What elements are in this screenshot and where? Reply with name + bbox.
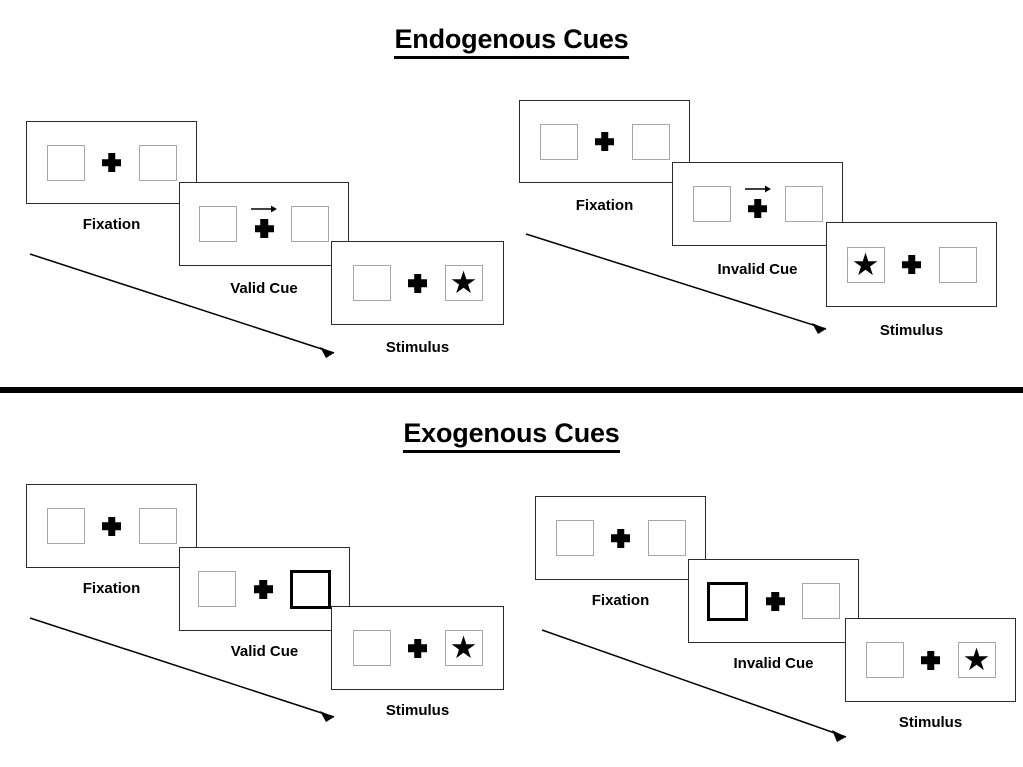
left-box <box>199 206 237 242</box>
flow-arrow-endogenous-valid <box>29 253 335 358</box>
right-arrow-icon <box>744 185 771 193</box>
fixation-cross-slot <box>85 504 139 548</box>
cue-slot <box>237 202 291 246</box>
fixation-cross-icon <box>748 199 767 218</box>
panel-label-exogenous-invalid-stimulus: Stimulus <box>898 714 963 731</box>
star-icon: ★ <box>851 246 880 283</box>
right-box: ★ <box>957 642 996 678</box>
right-box <box>631 123 670 160</box>
cue-slot <box>731 182 785 226</box>
left-box <box>352 265 391 301</box>
right-box <box>784 186 823 222</box>
panel-label-exogenous-valid-fixation: Fixation <box>82 580 141 597</box>
fixation-cross-slot <box>578 120 632 164</box>
panel-label-endogenous-invalid-cue: Invalid Cue <box>717 261 798 278</box>
fixation-cross-icon <box>611 529 630 548</box>
panel-endogenous-valid-stimulus: ★ <box>331 241 504 325</box>
star-icon: ★ <box>449 265 478 301</box>
fixation-cross-icon <box>921 651 940 670</box>
fixation-cross-slot <box>236 567 290 611</box>
left-box <box>198 571 236 607</box>
panel-endogenous-invalid-stimulus: ★ <box>826 222 997 307</box>
panel-exogenous-invalid-cue <box>688 559 859 643</box>
fixation-cross-icon <box>595 132 614 151</box>
panel-exogenous-invalid-stimulus: ★ <box>845 618 1016 702</box>
fixation-cross-slot <box>594 516 648 560</box>
panel-label-exogenous-invalid-fixation: Fixation <box>591 592 650 609</box>
flow-arrow-exogenous-valid <box>29 617 335 722</box>
panel-exogenous-valid-cue <box>179 547 350 631</box>
panel-label-exogenous-invalid-cue: Invalid Cue <box>733 655 814 672</box>
fixation-cross-slot <box>391 626 445 670</box>
right-box-cued <box>290 569 331 609</box>
fixation-cross-slot <box>748 579 802 623</box>
fixation-cross-icon <box>102 153 121 172</box>
left-box <box>352 630 391 666</box>
right-box <box>138 144 177 181</box>
right-box <box>938 246 977 283</box>
panel-label-endogenous-valid-cue: Valid Cue <box>230 280 298 297</box>
fixation-cross-icon <box>766 592 785 611</box>
panel-label-endogenous-invalid-fixation: Fixation <box>575 197 634 214</box>
fixation-cross-slot <box>904 638 958 682</box>
left-box <box>539 123 578 160</box>
panel-label-exogenous-valid-cue: Valid Cue <box>230 643 299 660</box>
panel-label-endogenous-valid-stimulus: Stimulus <box>385 339 450 356</box>
fixation-cross-icon <box>408 639 427 658</box>
right-arrow-icon <box>251 205 277 213</box>
left-box: ★ <box>846 246 885 283</box>
fixation-cross-icon <box>255 219 274 238</box>
left-box <box>46 144 85 181</box>
star-icon: ★ <box>962 642 991 678</box>
section-title-exogenous-text: Exogenous Cues <box>403 418 620 453</box>
panel-exogenous-valid-stimulus: ★ <box>331 606 504 690</box>
flow-arrow-endogenous-invalid <box>525 233 827 334</box>
right-box <box>291 206 329 242</box>
fixation-cross-slot <box>391 261 445 305</box>
star-icon: ★ <box>449 630 478 666</box>
fixation-cross-icon <box>254 580 273 599</box>
right-box: ★ <box>444 265 483 301</box>
section-title-endogenous: Endogenous Cues <box>0 24 1023 59</box>
right-box: ★ <box>444 630 483 666</box>
fixation-cross-icon <box>902 255 921 274</box>
left-box <box>865 642 904 678</box>
left-box-cued <box>707 581 748 621</box>
fixation-cross-slot <box>885 243 939 287</box>
panel-exogenous-invalid-fixation <box>535 496 706 580</box>
right-box <box>802 583 840 619</box>
section-divider <box>0 387 1023 393</box>
panel-endogenous-valid-fixation <box>26 121 197 204</box>
section-title-endogenous-text: Endogenous Cues <box>394 24 629 59</box>
flow-arrow-exogenous-invalid <box>541 629 847 742</box>
left-box <box>46 508 85 544</box>
right-box <box>138 508 177 544</box>
panel-endogenous-invalid-cue <box>672 162 843 246</box>
fixation-cross-icon <box>408 274 427 293</box>
panel-exogenous-valid-fixation <box>26 484 197 568</box>
right-box <box>647 520 686 556</box>
section-title-exogenous: Exogenous Cues <box>0 418 1023 453</box>
panel-label-exogenous-valid-stimulus: Stimulus <box>385 702 450 719</box>
fixation-cross-icon <box>102 517 121 536</box>
fixation-cross-slot <box>85 141 139 185</box>
panel-endogenous-valid-cue <box>179 182 349 266</box>
left-box <box>555 520 594 556</box>
panel-label-endogenous-valid-fixation: Fixation <box>82 216 141 233</box>
panel-endogenous-invalid-fixation <box>519 100 690 183</box>
panel-label-endogenous-invalid-stimulus: Stimulus <box>879 322 944 339</box>
left-box <box>692 186 731 222</box>
